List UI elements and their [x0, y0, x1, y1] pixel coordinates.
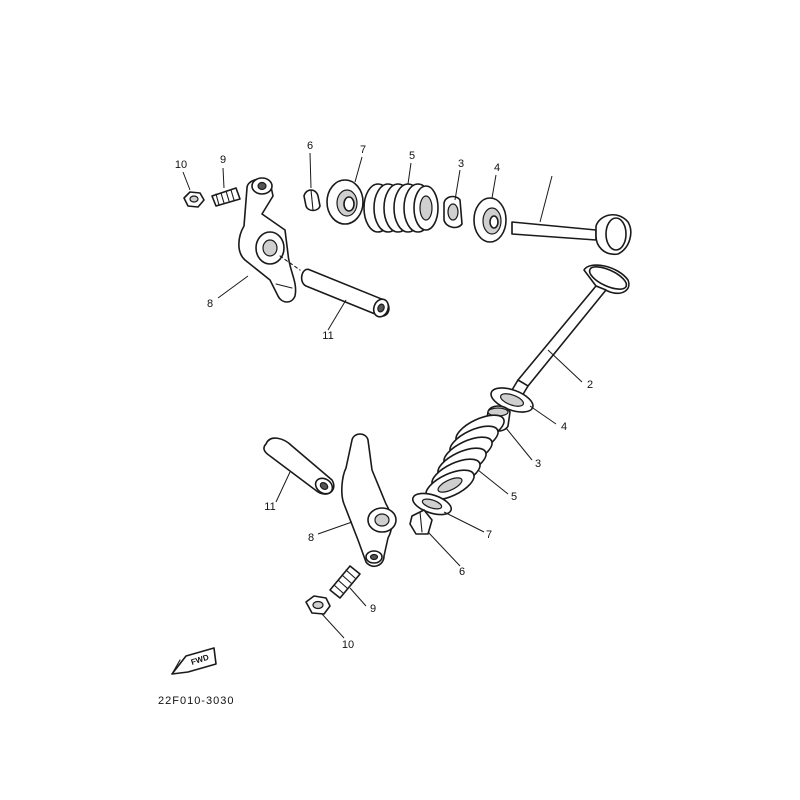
callout-10-bottom: 10: [342, 639, 354, 651]
callout-10-top: 10: [175, 159, 187, 171]
rocker-arm-top: [238, 177, 297, 303]
callout-3-top: 3: [458, 158, 464, 170]
valve-top: [511, 214, 632, 256]
valve-spring-top: [363, 183, 439, 233]
callout-7-bottom: 7: [486, 529, 492, 541]
callout-4-bottom: 4: [561, 421, 567, 433]
valve-cotter-bottom: [409, 509, 433, 535]
spring-retainer-top: [326, 179, 364, 225]
callout-6-top: 6: [307, 140, 313, 152]
adjust-screw-top: [211, 187, 241, 207]
diagram-code: 22F010-3030: [158, 695, 234, 707]
callout-8-top: 8: [207, 298, 213, 310]
rocker-shaft-top: [279, 255, 390, 318]
callout-11-bottom: 11: [264, 501, 275, 513]
callout-3-bottom: 3: [535, 458, 541, 470]
spring-seat-top: [473, 197, 507, 243]
valve-bottom: [511, 264, 630, 397]
callout-11-top: 11: [322, 330, 333, 342]
locknut-bottom: [305, 595, 331, 615]
callout-8-bottom: 8: [308, 532, 314, 544]
callout-5-top: 5: [409, 150, 415, 162]
fwd-arrow-icon: FWD: [171, 647, 217, 675]
leader-lines: [182, 152, 583, 639]
callout-9-bottom: 9: [370, 603, 376, 615]
callout-7-top: 7: [360, 144, 366, 156]
callout-4-top: 4: [494, 162, 500, 174]
valve-oil-seal-top: [443, 195, 463, 229]
locknut-top: [183, 191, 205, 208]
rocker-shaft-bottom: [263, 437, 335, 495]
rocker-arm-bottom: [341, 433, 397, 568]
callout-9-top: 9: [220, 154, 226, 166]
spring-retainer-bottom: [411, 492, 453, 516]
callout-labels: 10 9 6 7 5 3 4 8 11 2 4 3 5 7 6 11 8 9 1…: [175, 140, 593, 651]
callout-6-bottom: 6: [459, 566, 465, 578]
callout-5-bottom: 5: [511, 491, 517, 503]
valve-spring-bottom: [425, 414, 505, 501]
adjust-screw-bottom: [329, 565, 361, 599]
callout-2-bottom: 2: [587, 379, 593, 391]
valve-cotter-top: [303, 189, 321, 212]
